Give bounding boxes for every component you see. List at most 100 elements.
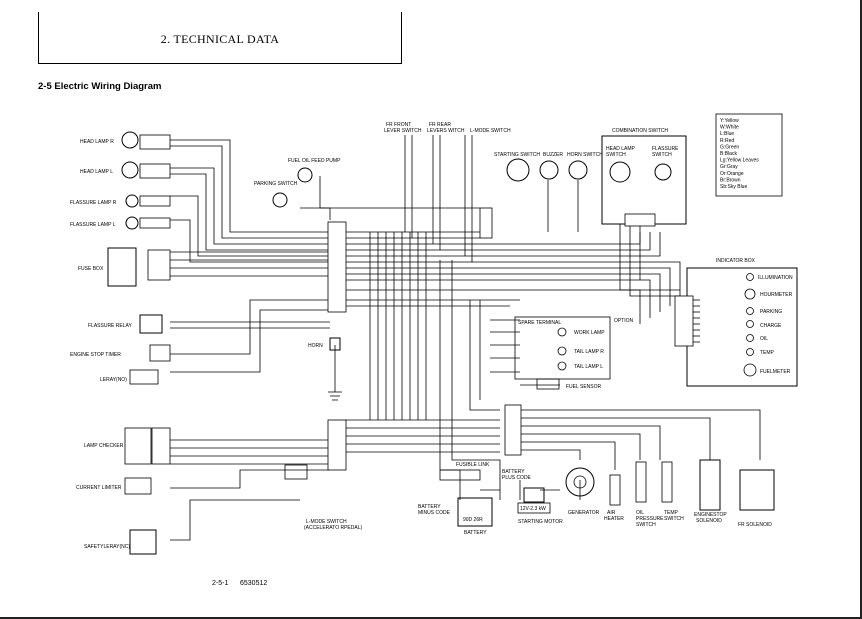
head-lamp-r: HEAD LAMP R: [80, 131, 171, 150]
svg-text:COMBINATION SWITCH: COMBINATION SWITCH: [612, 128, 668, 134]
legend-entry: B:Black: [720, 151, 737, 157]
oil-pressure-switch: OIL PRESSURE SWITCH: [635, 461, 664, 528]
svg-text:TEMP: TEMP: [664, 510, 679, 516]
safetyleray-nc: SAFETYLERAY(NC): [84, 529, 157, 555]
l-mode-switch-label: L-MODE SWITCH: [470, 128, 511, 134]
legend-entry: W:White: [720, 125, 739, 131]
legend-entry: G:Green: [720, 144, 739, 150]
svg-text:SWITCH: SWITCH: [606, 152, 626, 158]
svg-text:ENGINE STOP TIMER: ENGINE STOP TIMER: [70, 352, 121, 358]
svg-text:SWITCH: SWITCH: [664, 516, 684, 522]
header-box: 2. TECHNICAL DATA: [38, 12, 402, 64]
svg-text:SOLENOID: SOLENOID: [696, 518, 722, 524]
svg-text:FR SOLENOID: FR SOLENOID: [738, 522, 772, 528]
svg-text:TEMP: TEMP: [760, 350, 775, 356]
footer-code: 6530512: [240, 580, 268, 587]
svg-text:OPTION: OPTION: [614, 318, 634, 324]
generator: GENERATOR: [565, 467, 600, 516]
svg-text:LEVER SWITCH: LEVER SWITCH: [384, 128, 422, 134]
svg-text:TAIL LAMP R: TAIL LAMP R: [574, 349, 604, 355]
svg-text:STARTING SWITCH: STARTING SWITCH: [494, 152, 540, 158]
svg-text:FLASSURE: FLASSURE: [652, 146, 679, 152]
svg-text:PLUS CODE: PLUS CODE: [502, 475, 532, 481]
svg-text:HEAD LAMP R: HEAD LAMP R: [80, 139, 114, 145]
svg-text:90D 26R: 90D 26R: [463, 517, 483, 523]
legend-entry: Lg:Yellow Leaves: [720, 158, 759, 164]
horn-switch: HORN SWITCH: [567, 152, 603, 180]
svg-text:OIL: OIL: [636, 510, 644, 516]
svg-text:AIR: AIR: [607, 510, 616, 516]
engine-stop-timer: ENGINE STOP TIMER: [70, 344, 171, 362]
wire-harness: [170, 135, 761, 541]
svg-text:HEATER: HEATER: [604, 516, 624, 522]
indicator-box: INDICATOR BOX ILLUMINATION HOURMETER PAR…: [686, 258, 798, 387]
svg-text:CHARGE: CHARGE: [760, 323, 782, 329]
frame-right: [860, 0, 862, 619]
legend-entry: Br:Brown: [720, 177, 741, 183]
svg-text:BUZZER: BUZZER: [543, 152, 563, 158]
center-connectors: [327, 207, 694, 471]
svg-text:FLASSURE LAMP R: FLASSURE LAMP R: [70, 200, 117, 206]
svg-text:SPARE TERMINAL: SPARE TERMINAL: [518, 320, 561, 326]
svg-text:LAMP CHECKER: LAMP CHECKER: [84, 443, 124, 449]
svg-text:HOURMETER: HOURMETER: [760, 292, 793, 298]
svg-text:12V-2.3 kW: 12V-2.3 kW: [520, 506, 546, 512]
leray-no: LERAY(NO): [100, 369, 159, 385]
svg-text:PARKING: PARKING: [760, 309, 782, 315]
svg-text:(ACCELERATO RPEDAL): (ACCELERATO RPEDAL): [304, 525, 362, 531]
enginestop-solenoid: ENGINESTOP SOLENOID: [694, 459, 727, 524]
svg-text:PRESSURE: PRESSURE: [636, 516, 664, 522]
horn: HORN: [308, 337, 341, 351]
svg-text:HEAD LAMP: HEAD LAMP: [606, 146, 636, 152]
svg-text:WORK LAMP: WORK LAMP: [574, 330, 605, 336]
svg-text:MINUS CODE: MINUS CODE: [418, 510, 451, 516]
svg-text:SWITCH: SWITCH: [652, 152, 672, 158]
flassure-relay: FLASSURE RELAY: [88, 314, 163, 334]
svg-text:HORN SWITCH: HORN SWITCH: [567, 152, 603, 158]
starting-switch: STARTING SWITCH: [494, 152, 540, 182]
svg-text:FLASSURE RELAY: FLASSURE RELAY: [88, 323, 132, 329]
current-limiter: CURRENT LIMITER: [76, 477, 152, 495]
svg-text:HEAD LAMP L: HEAD LAMP L: [80, 169, 113, 175]
svg-text:CURRENT LIMITER: CURRENT LIMITER: [76, 485, 122, 491]
legend-entry: Or:Orange: [720, 171, 744, 177]
head-lamp-l: HEAD LAMP L: [80, 161, 171, 179]
battery: 90D 26R BATTERY: [457, 497, 493, 536]
fusible-link: FUSIBLE LINK: [439, 462, 490, 481]
fuel-oil-feed-pump: FUEL OIL FEED PUMP: [288, 158, 341, 183]
fuel-sensor: FUEL SENSOR: [536, 378, 601, 390]
legend-entry: Y:Yellow: [720, 118, 739, 124]
svg-text:TAIL LAMP L: TAIL LAMP L: [574, 364, 603, 370]
flassure-lamp-r: FLASSURE LAMP R: [70, 194, 171, 208]
parking-switch: PARKING SWITCH: [254, 181, 298, 208]
svg-text:FUSE BOX: FUSE BOX: [78, 266, 104, 272]
svg-text:FLASSURE LAMP L: FLASSURE LAMP L: [70, 222, 116, 228]
color-legend: Y:YellowW:WhiteL:BlueR:RedG:GreenB:Black…: [715, 113, 783, 197]
fr-solenoid: FR SOLENOID: [738, 469, 775, 528]
svg-text:FUEL OIL FEED PUMP: FUEL OIL FEED PUMP: [288, 158, 341, 164]
svg-text:BATTERY: BATTERY: [418, 504, 441, 510]
combination-switch: COMBINATION SWITCH HEAD LAMP SWITCH FLAS…: [601, 128, 687, 225]
buzzer: BUZZER: [539, 152, 563, 180]
battery-plus-code: BATTERY PLUS CODE: [502, 469, 532, 481]
svg-text:INDICATOR BOX: INDICATOR BOX: [716, 258, 756, 264]
battery-minus-code: BATTERY MINUS CODE: [418, 504, 451, 516]
svg-text:BATTERY: BATTERY: [502, 469, 525, 475]
fuse-box: FUSE BOX: [78, 247, 171, 287]
legend-entry: R:Red: [720, 138, 734, 144]
svg-text:PARKING SWITCH: PARKING SWITCH: [254, 181, 298, 187]
flassure-lamp-l: FLASSURE LAMP L: [70, 216, 171, 230]
legend-entry: L:Blue: [720, 131, 734, 137]
svg-text:L-MODE SWITCH: L-MODE SWITCH: [306, 519, 347, 525]
svg-text:FUEL SENSOR: FUEL SENSOR: [566, 384, 601, 390]
fr-front-lever-switch: FR FRONT LEVER SWITCH: [384, 122, 422, 134]
svg-text:FR FRONT: FR FRONT: [386, 122, 411, 128]
air-heater: AIR HEATER: [604, 474, 624, 522]
svg-text:FUSIBLE LINK: FUSIBLE LINK: [456, 462, 490, 468]
option-section: OPTION SPARE TERMINAL WORK LAMP TAIL LAM…: [514, 316, 634, 380]
svg-text:LERAY(NO): LERAY(NO): [100, 377, 127, 383]
svg-text:FR REAR: FR REAR: [429, 122, 451, 128]
svg-text:OIL: OIL: [760, 336, 768, 342]
svg-text:GENERATOR: GENERATOR: [568, 510, 600, 516]
